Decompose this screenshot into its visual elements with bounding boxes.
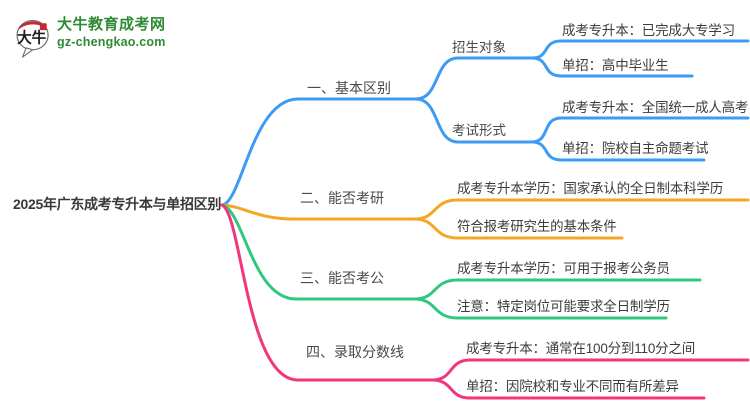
branch1-split-bottom — [414, 97, 534, 144]
site-logo[interactable]: 大牛 大牛教育成考网 gz-chengkao.com — [15, 16, 166, 58]
branch1-split-top — [414, 56, 534, 101]
branch1-sub1-label[interactable]: 招生对象 — [452, 40, 506, 55]
branch1-leaf3[interactable]: 成考专升本：全国统一成人高考 — [562, 100, 749, 115]
root-topic[interactable]: 2025年广东成考专升本与单招区别 — [13, 196, 222, 212]
branch1-leaf4[interactable]: 单招：院校自主命题考试 — [562, 141, 709, 156]
branch1-leaf4-line — [530, 140, 706, 162]
branch1-main-line — [220, 97, 418, 207]
branch1-sub2-label[interactable]: 考试形式 — [452, 123, 506, 138]
branch1-label[interactable]: 一、基本区别 — [307, 80, 391, 96]
branch1-leaf2[interactable]: 单招：高中毕业生 — [562, 58, 669, 73]
daniu-bubble-icon: 大牛 — [16, 19, 49, 58]
branch4-leaf1-line — [430, 358, 750, 382]
branch2-leaf2[interactable]: 符合报考研究生的基本条件 — [457, 219, 617, 234]
branch3-main-line — [220, 203, 416, 301]
branch2-main-line — [220, 203, 416, 221]
branch1-leaf1-line — [530, 39, 750, 60]
branch2-label[interactable]: 二、能否考研 — [300, 190, 384, 206]
site-name: 大牛教育成考网 — [57, 16, 166, 33]
logo-red-arc — [17, 21, 48, 31]
branch4-leaf2[interactable]: 单招：因院校和专业不同而有所差异 — [466, 379, 679, 394]
branch3-leaf2[interactable]: 注意：特定岗位可能要求全日制学历 — [457, 299, 670, 314]
branch4-main-line — [220, 203, 434, 382]
branch1-leaf2-line — [530, 56, 694, 78]
branch2-leaf1-line — [412, 198, 750, 221]
logo-seal — [39, 23, 47, 31]
branch2-leaf2-line — [412, 217, 624, 240]
branch3-label[interactable]: 三、能否考公 — [300, 270, 384, 286]
branch3-leaf1-line — [412, 278, 702, 301]
branch4-leaf2-line — [430, 378, 706, 400]
branch1-leaf3-line — [530, 116, 750, 144]
branch1-leaf1[interactable]: 成考专升本：已完成大专学习 — [562, 23, 735, 38]
branch4-leaf1[interactable]: 成考专升本：通常在100分到110分之间 — [466, 341, 696, 356]
branch3-leaf1[interactable]: 成考专升本学历：可用于报考公务员 — [457, 261, 670, 276]
logo-icon-text: 大牛 — [17, 28, 47, 46]
branch4-label[interactable]: 四、录取分数线 — [306, 344, 404, 360]
branch2-leaf1[interactable]: 成考专升本学历：国家承认的全日制本科学历 — [457, 181, 723, 196]
branch3-leaf2-line — [412, 297, 668, 320]
site-url: gz-chengkao.com — [57, 35, 166, 49]
